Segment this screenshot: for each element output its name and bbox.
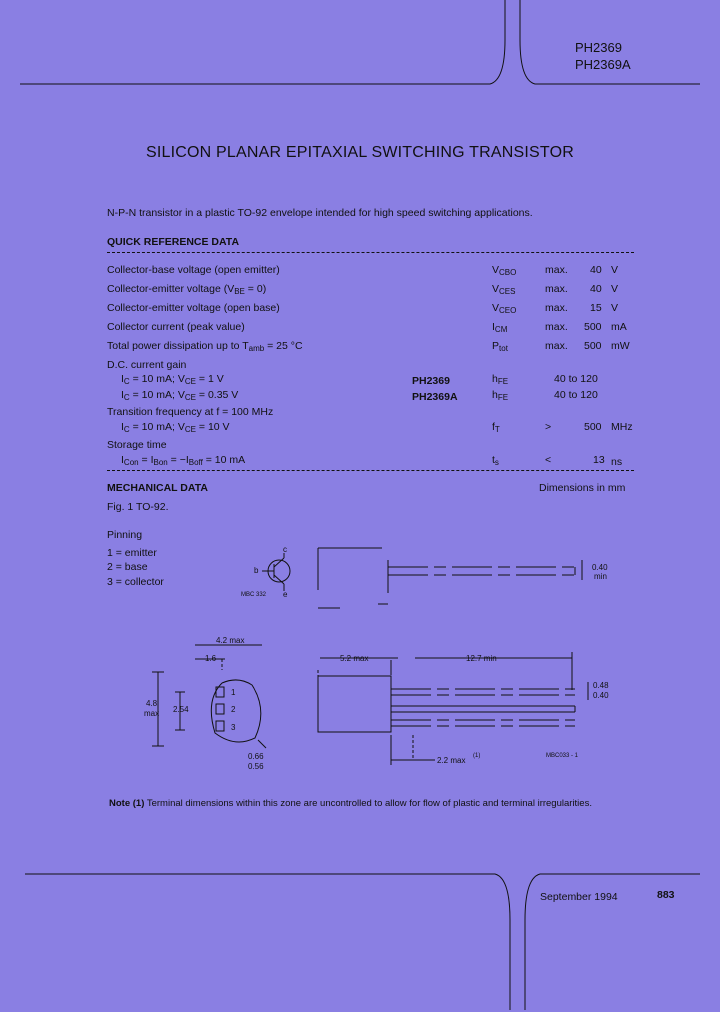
ft-label: Transition frequency at f = 100 MHz — [107, 406, 274, 418]
sym-label-e: e — [283, 590, 288, 599]
qrd-row-value: 500 — [584, 321, 602, 333]
dc-gain-cond-1: IC = 10 mA; VCE = 1 V — [121, 373, 224, 386]
storage-value: 13 — [593, 454, 605, 466]
mech-dims: Dimensions in mm — [539, 482, 626, 494]
page-title: SILICON PLANAR EPITAXIAL SWITCHING TRANS… — [145, 144, 575, 161]
qrd-row-param: Collector-emitter voltage (open base) — [107, 302, 280, 314]
pin-label-3: 3 — [231, 723, 236, 732]
footer-rules — [25, 873, 700, 1010]
dc-gain-value-2: 40 to 120 — [554, 389, 598, 401]
qrd-row-cond: max. — [545, 340, 568, 352]
ft-unit: MHz — [611, 421, 633, 433]
dim-2-54: 2.54 — [173, 705, 189, 714]
dc-gain-device-2: PH2369A — [412, 391, 458, 403]
dim-12-7: 12.7 min — [466, 654, 497, 663]
qrd-row-symbol: VCES — [492, 283, 516, 296]
dim-note-ref: (1) — [473, 753, 481, 759]
storage-label: Storage time — [107, 439, 167, 451]
pin-label-1: 1 — [231, 688, 236, 697]
qrd-row-symbol: VCEO — [492, 302, 517, 315]
qrd-row-value: 40 — [590, 283, 602, 295]
qrd-row-symbol: Ptot — [492, 340, 508, 353]
dim-4-2: 4.2 max — [216, 636, 245, 645]
qrd-row-symbol: ICM — [492, 321, 508, 334]
qrd-row-unit: V — [611, 302, 619, 314]
header-rules — [20, 0, 700, 85]
dc-gain-symbol-2: hFE — [492, 389, 509, 402]
dim-4-8: 4.8 — [146, 699, 158, 708]
qrd-row-param: Collector-base voltage (open emitter) — [107, 264, 280, 276]
to92-outline-drawing — [152, 547, 589, 765]
dim-0-56: 0.56 — [248, 762, 264, 771]
dc-gain-cond-2: IC = 10 mA; VCE = 0.35 V — [121, 389, 239, 402]
dim-lead-min-label: min — [594, 572, 607, 581]
qrd-row-unit: V — [611, 264, 619, 276]
storage-cond-sign: < — [545, 454, 552, 466]
dim-0-48: 0.48 — [593, 681, 609, 690]
figure-code: MBC033 - 1 — [546, 753, 579, 759]
dim-4-8-max: max — [144, 709, 160, 718]
part-number-1: PH2369 — [575, 40, 622, 55]
dc-gain-symbol-1: hFE — [492, 373, 509, 386]
qrd-row-cond: max. — [545, 321, 568, 333]
qrd-row-param: Total power dissipation up to Tamb = 25 … — [107, 340, 303, 353]
storage-cond: ICon = IBon = −IBoff = 10 mA — [121, 454, 246, 467]
qrd-row-value: 40 — [590, 264, 602, 276]
qrd-row-value: 500 — [584, 340, 602, 352]
qrd-row-unit: V — [611, 283, 619, 295]
dim-2-2: 2.2 max — [437, 756, 466, 765]
ft-value: 500 — [584, 421, 602, 433]
ft-cond: IC = 10 mA; VCE = 10 V — [121, 421, 230, 434]
dc-gain-device-1: PH2369 — [412, 375, 450, 387]
dim-lead-min: 0.40 — [592, 563, 608, 572]
ft-cond-sign: > — [545, 421, 552, 433]
qrd-row-param: Collector current (peak value) — [107, 321, 245, 333]
qrd-heading: QUICK REFERENCE DATA — [107, 236, 240, 248]
dc-gain-label: D.C. current gain — [107, 359, 187, 371]
ft-symbol: fT — [492, 421, 500, 434]
pin-label-2: 2 — [231, 705, 236, 714]
fig-caption: Fig. 1 TO-92. — [107, 501, 169, 513]
part-number-2: PH2369A — [575, 57, 631, 72]
qrd-row-symbol: VCBO — [492, 264, 517, 277]
sym-label-b: b — [254, 566, 259, 575]
pin-item: 3 = collector — [107, 576, 164, 588]
storage-unit: ns — [611, 456, 623, 468]
qrd-row-unit: mA — [611, 321, 627, 333]
dim-5-2: 5.2 max — [340, 654, 369, 663]
qrd-top-rule — [107, 252, 634, 253]
dim-0-40: 0.40 — [593, 691, 609, 700]
qrd-row-cond: max. — [545, 283, 568, 295]
qrd-row-param: Collector-emitter voltage (VBE = 0) — [107, 283, 267, 296]
storage-symbol: ts — [492, 454, 499, 467]
intro-text: N-P-N transistor in a plastic TO-92 enve… — [107, 207, 533, 219]
note-text: Note (1) Terminal dimensions within this… — [109, 798, 592, 809]
page-number: 883 — [657, 889, 675, 901]
dim-1-6: 1.6 — [205, 654, 217, 663]
dim-0-66: 0.66 — [248, 752, 264, 761]
qrd-row-cond: max. — [545, 264, 568, 276]
mech-heading: MECHANICAL DATA — [107, 482, 208, 494]
pin-item: 1 = emitter — [107, 547, 157, 559]
sym-code: MBC 332 — [241, 592, 267, 598]
qrd-row-unit: mW — [611, 340, 630, 352]
footer-date: September 1994 — [540, 891, 618, 903]
qrd-row-value: 15 — [590, 302, 602, 314]
qrd-bottom-rule — [107, 470, 634, 471]
qrd-row-cond: max. — [545, 302, 568, 314]
sym-label-c: c — [283, 545, 287, 554]
dc-gain-value-1: 40 to 120 — [554, 373, 598, 385]
pin-item: 2 = base — [107, 561, 148, 573]
pinning-heading: Pinning — [107, 529, 143, 541]
